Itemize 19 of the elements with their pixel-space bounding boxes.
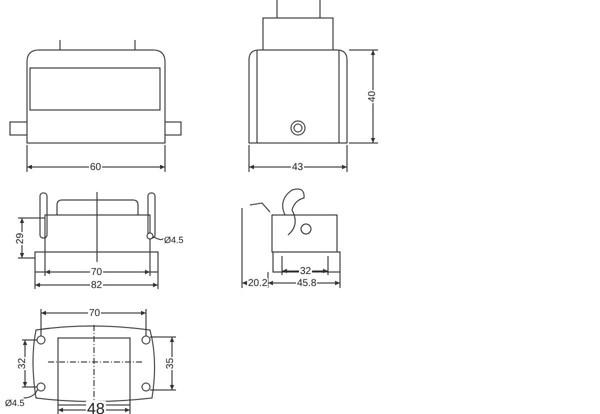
dimension-label: 40: [367, 90, 378, 104]
dimension-label: 35: [165, 356, 176, 370]
dimension-label: 45.8: [296, 278, 318, 289]
dimension-label: 32: [17, 356, 28, 370]
hole-diameter-label: Ø4.5: [163, 235, 185, 246]
dimension-label: 32: [299, 266, 312, 277]
dimension-label: 82: [90, 280, 104, 291]
mounting-hole: [146, 232, 154, 240]
leader-line: [152, 236, 164, 240]
dimension-label: 70: [88, 308, 102, 319]
dimension-label: 29: [15, 232, 26, 246]
dimension-label: 20.2: [247, 278, 268, 289]
dimension-label: 60: [89, 162, 102, 173]
leader-line: [23, 388, 38, 398]
dimension-label: 43: [291, 162, 304, 173]
hole-diameter-label: Ø4.5: [4, 398, 26, 409]
dimension-label: 70: [90, 267, 104, 278]
mounting-hole: [36, 382, 46, 392]
dimension-label: 48: [86, 401, 106, 414]
